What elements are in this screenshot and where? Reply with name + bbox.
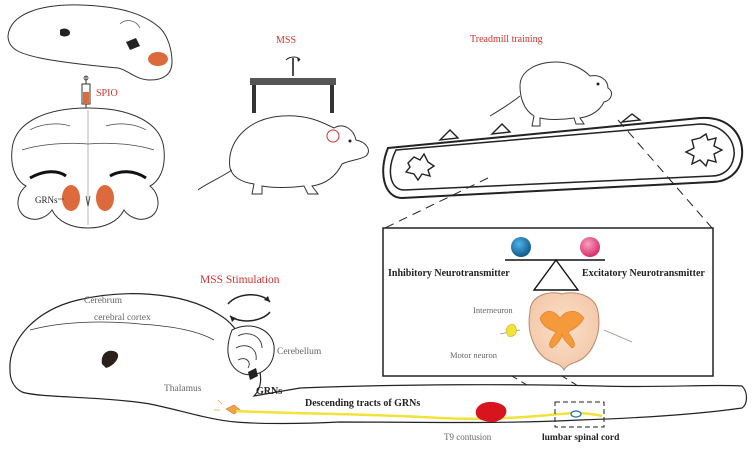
mss-label: MSS (276, 35, 296, 46)
thalamus-label: Thalamus (164, 384, 202, 394)
spinal-cord-cross-section (499, 292, 633, 372)
rotation-arrows-icon (227, 294, 271, 322)
interneuron-label: Interneuron (473, 305, 513, 315)
treadmill-rat (489, 61, 612, 127)
treadmill-belt (382, 113, 744, 200)
t9-contusion-label: T9 contusion (444, 432, 492, 442)
cerebral-cortex-label: cerebral cortex (94, 313, 151, 323)
excitatory-label: Excitatory Neurotransmitter (582, 268, 705, 279)
mss-stimulation-label: MSS Stimulation (200, 274, 280, 286)
spio-label: SPIO (96, 88, 118, 99)
cerebrum-label: Cerebrum (84, 296, 123, 306)
lumbar-label: lumbar spinal cord (542, 433, 620, 443)
cerebellum-label: Cerebellum (277, 347, 322, 357)
inhibitory-ball (511, 237, 531, 257)
t9-contusion-marker (475, 401, 507, 422)
coronal-brain-section (11, 107, 165, 229)
treadmill-label: Treadmill training (470, 34, 543, 45)
inhibitory-label: Inhibitory Neurotransmitter (388, 268, 510, 279)
tracts-label: Descending tracts of GRNs (305, 398, 420, 409)
motor-neuron-label: Motor neuron (450, 350, 498, 360)
mss-stimulator-device (250, 56, 336, 113)
neurotransmitter-balance (505, 237, 605, 291)
rat-with-mss (197, 115, 369, 195)
gear-icon (404, 152, 436, 182)
syringe-icon (81, 75, 91, 112)
spio-target-marker (148, 52, 168, 66)
grns-label-top: GRNs (35, 195, 58, 205)
excitatory-ball (580, 237, 600, 257)
sagittal-brain-large (9, 293, 748, 425)
lumbar-region-box (554, 401, 605, 428)
sagittal-brain-small (7, 4, 173, 81)
gear-icon (684, 132, 724, 168)
grns-label-bottom: GRNs (256, 386, 282, 397)
